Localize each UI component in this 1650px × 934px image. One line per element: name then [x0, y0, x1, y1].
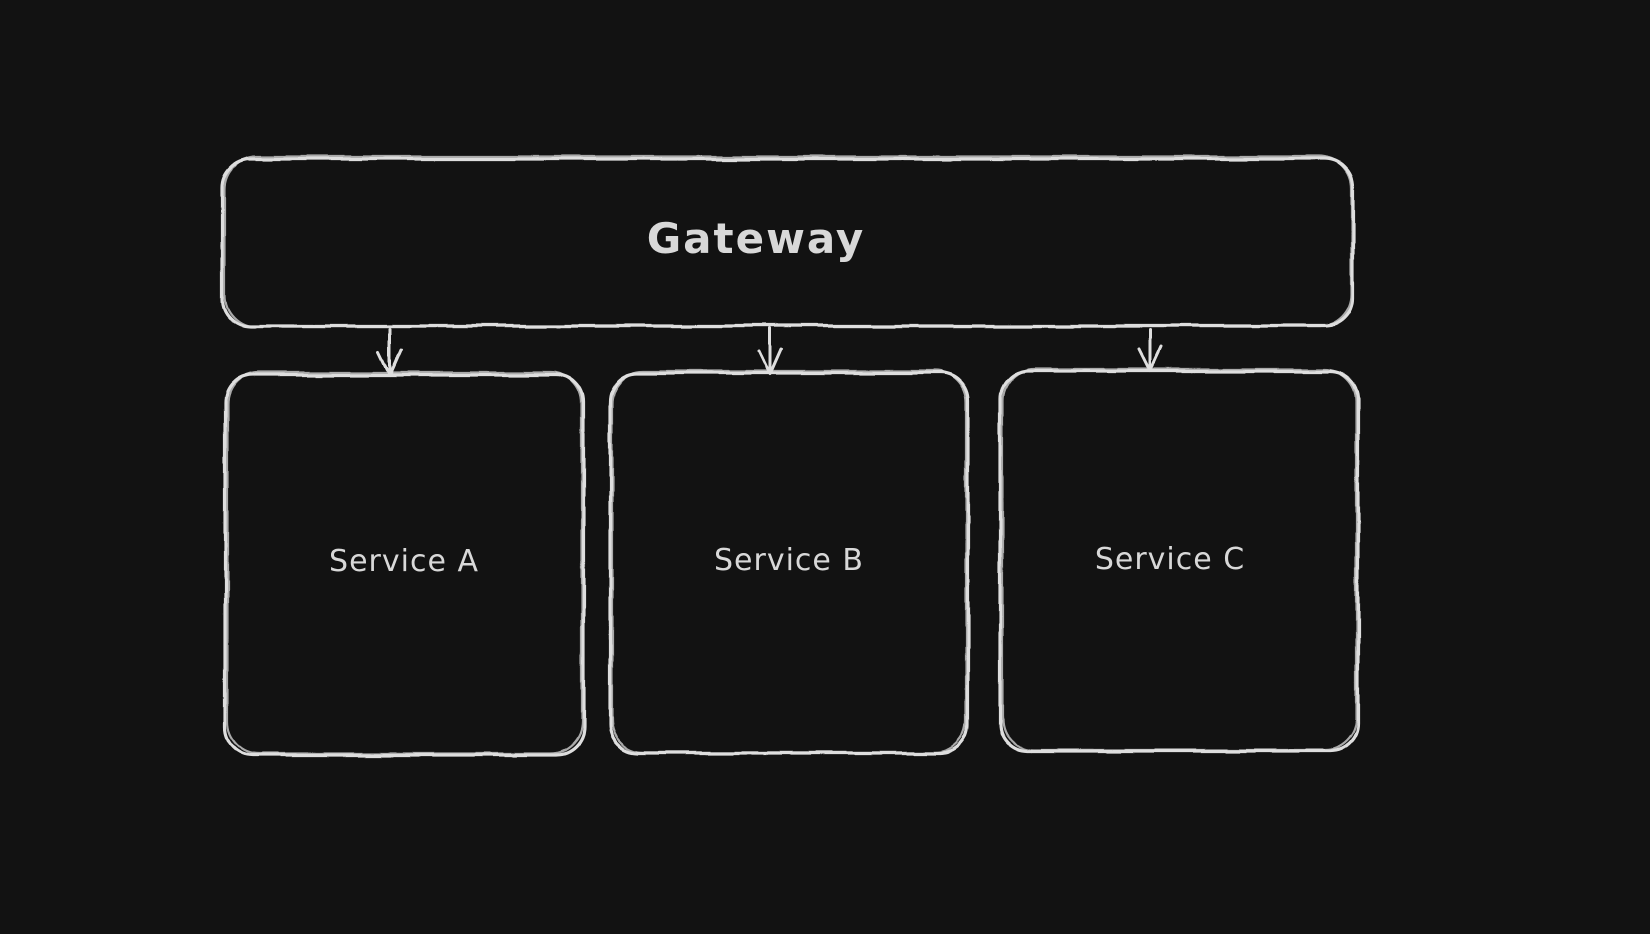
service-b-label: Service B [714, 543, 864, 578]
diagram-labels: Gateway Service A Service B Service C [329, 214, 1245, 579]
edge-gateway-to-service-b[interactable] [757, 327, 783, 376]
node-service-a[interactable] [223, 371, 586, 757]
node-gateway[interactable] [220, 155, 1355, 328]
node-service-b[interactable] [608, 369, 970, 755]
diagram-shapes [220, 155, 1360, 757]
edge-gateway-to-service-a[interactable] [377, 327, 403, 377]
node-service-c[interactable] [998, 367, 1360, 753]
edge-gateway-to-service-c[interactable] [1137, 328, 1163, 373]
arrowhead-down-icon [757, 347, 783, 376]
service-a-box-outline-repass [226, 371, 584, 755]
gateway-box-outline-repass [223, 155, 1353, 328]
arrowhead-down-icon [1137, 345, 1163, 373]
service-c-box-outline-repass [1001, 367, 1358, 752]
gateway-label: Gateway [647, 214, 866, 263]
service-a-box-outline [223, 373, 586, 757]
service-b-box-outline-repass [610, 369, 968, 754]
service-a-label: Service A [329, 544, 479, 579]
arrowhead-down-icon [377, 348, 403, 377]
service-c-label: Service C [1095, 542, 1245, 577]
